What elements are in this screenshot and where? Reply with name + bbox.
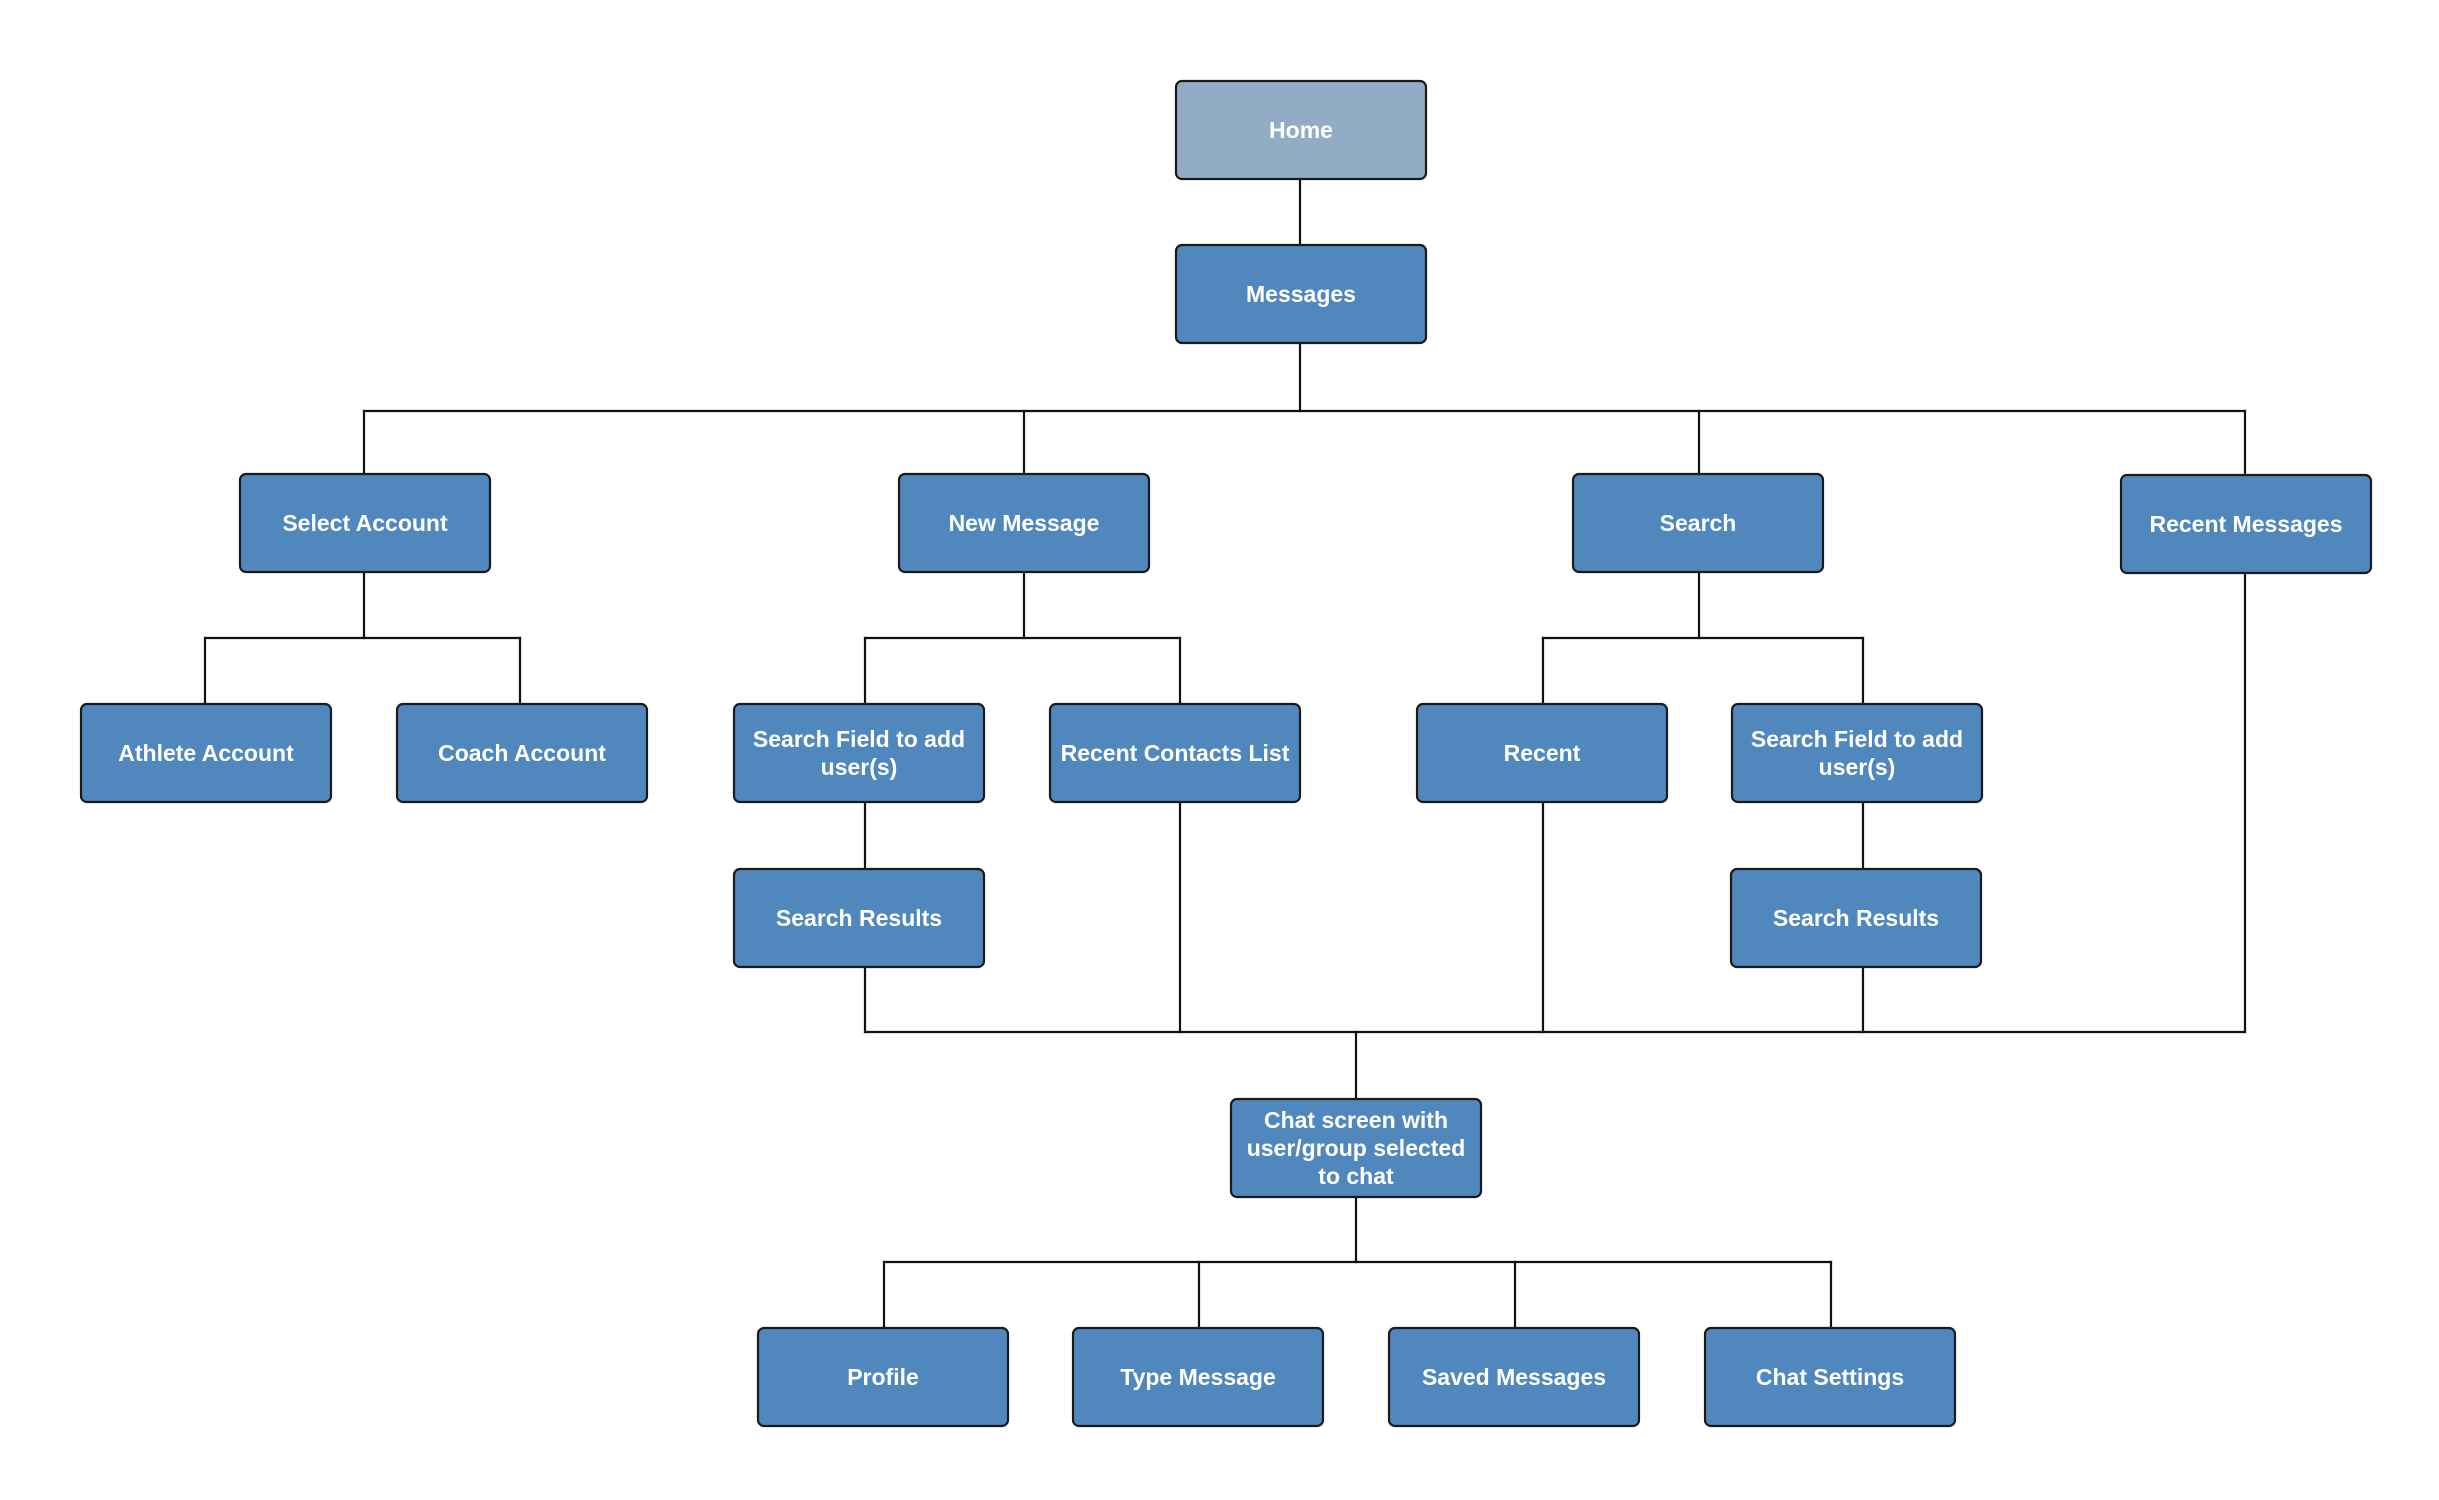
node-messages: Messages	[1174, 243, 1428, 345]
node-label: user(s)	[1819, 754, 1896, 780]
node-label: user/group selected	[1247, 1135, 1466, 1161]
node-box	[1229, 1097, 1483, 1199]
node-label: Recent Messages	[2149, 511, 2342, 537]
node-label: Type Message	[1120, 1364, 1276, 1390]
node-recent-messages: Recent Messages	[2119, 473, 2373, 575]
node-label: Recent Contacts List	[1061, 740, 1290, 766]
node-search-results-2: Search Results	[1729, 867, 1983, 969]
node-label: Messages	[1246, 281, 1356, 307]
node-box	[1415, 702, 1669, 804]
node-box	[756, 1326, 1010, 1428]
node-box	[1703, 1326, 1957, 1428]
node-box	[897, 472, 1151, 574]
node-label: to chat	[1318, 1163, 1394, 1189]
node-profile: Profile	[756, 1326, 1010, 1428]
node-label: Chat screen with	[1264, 1107, 1448, 1133]
node-box	[1174, 79, 1428, 181]
node-box	[79, 702, 333, 804]
node-box	[1730, 702, 1984, 804]
node-label: Athlete Account	[118, 740, 294, 766]
node-label: Chat Settings	[1756, 1364, 1904, 1390]
node-label: Search	[1660, 510, 1737, 536]
node-recent-contacts-list: Recent Contacts List	[1048, 702, 1302, 804]
node-label: Search Results	[1773, 905, 1939, 931]
node-label: Recent	[1504, 740, 1581, 766]
node-label: Select Account	[282, 510, 448, 536]
node-type-message: Type Message	[1071, 1326, 1325, 1428]
node-box	[1729, 867, 1983, 969]
node-box	[1174, 243, 1428, 345]
node-label: Search Field to add	[753, 726, 965, 752]
node-chat-settings: Chat Settings	[1703, 1326, 1957, 1428]
node-box	[1571, 472, 1825, 574]
connectors	[203, 178, 2247, 1330]
node-label: Saved Messages	[1422, 1364, 1606, 1390]
node-recent: Recent	[1415, 702, 1669, 804]
node-label: Home	[1269, 117, 1333, 143]
node-label: Profile	[847, 1364, 919, 1390]
node-select-account: Select Account	[238, 472, 492, 574]
node-label: Search Field to add	[1751, 726, 1963, 752]
node-new-message: New Message	[897, 472, 1151, 574]
node-home: Home	[1174, 79, 1428, 181]
node-box	[1071, 1326, 1325, 1428]
node-label: user(s)	[821, 754, 898, 780]
node-label: Coach Account	[438, 740, 606, 766]
node-box	[2119, 473, 2373, 575]
node-box	[732, 867, 986, 969]
node-box	[732, 702, 986, 804]
node-athlete-account: Athlete Account	[79, 702, 333, 804]
nodes: Home Messages Select Account New Message…	[79, 79, 2373, 1428]
node-box	[238, 472, 492, 574]
node-search: Search	[1571, 472, 1825, 574]
node-coach-account: Coach Account	[395, 702, 649, 804]
node-saved-messages: Saved Messages	[1387, 1326, 1641, 1428]
node-box	[1048, 702, 1302, 804]
node-box	[395, 702, 649, 804]
node-box	[1387, 1326, 1641, 1428]
node-label: Search Results	[776, 905, 942, 931]
node-label: New Message	[949, 510, 1100, 536]
node-search-results-1: Search Results	[732, 867, 986, 969]
